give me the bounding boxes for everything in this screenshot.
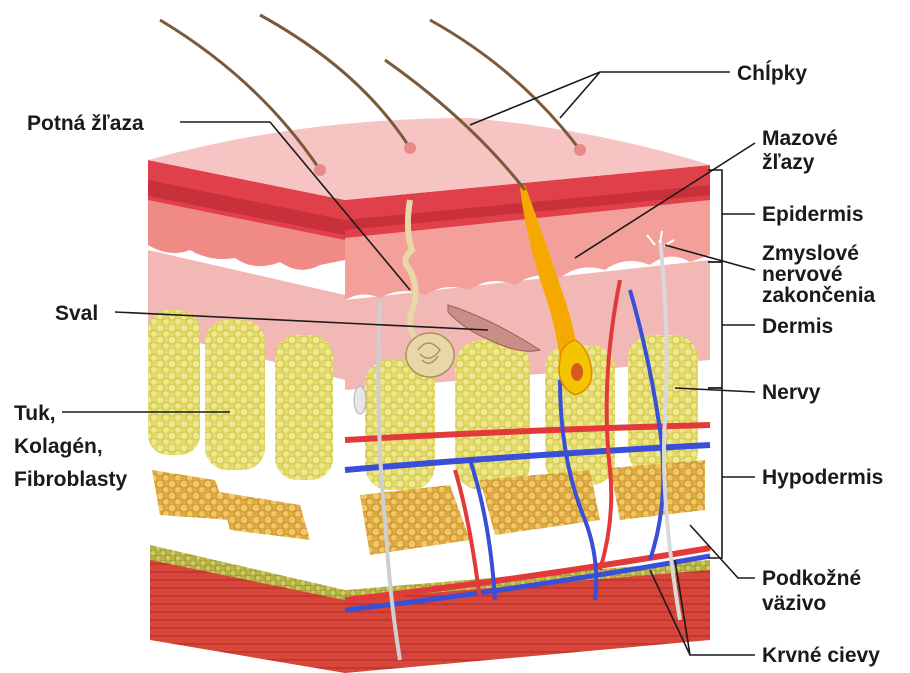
label-fat-line1: Tuk,	[14, 402, 56, 425]
fat-lobule	[148, 310, 200, 455]
label-fat-line2: Kolagén,	[14, 435, 103, 458]
label-epidermis: Epidermis	[762, 203, 864, 226]
label-blood-vessels: Krvné cievy	[762, 644, 880, 667]
label-fat-line3: Fibroblasty	[14, 468, 128, 491]
label-dermis: Dermis	[762, 315, 833, 338]
label-sebaceous-line2: žľazy	[762, 151, 815, 174]
label-nerves: Nervy	[762, 381, 821, 404]
layer-brackets	[708, 170, 722, 558]
label-sensory-line2: nervové	[762, 263, 843, 286]
label-sebaceous-line1: Mazové	[762, 127, 838, 150]
fat-lobule	[455, 340, 530, 490]
label-sensory-line1: Zmyslové	[762, 242, 859, 265]
label-connective-line2: väzivo	[762, 592, 826, 615]
fat-lobule	[275, 335, 333, 480]
label-hairs: Chĺpky	[737, 61, 807, 85]
fat-lobule	[365, 360, 435, 490]
label-muscle: Sval	[55, 302, 98, 325]
skin-block-left-face	[148, 160, 345, 673]
label-connective-line1: Podkožné	[762, 567, 861, 590]
skin-block-right-face	[345, 165, 710, 673]
nerve-receptor	[354, 386, 366, 414]
fat-lobule-orange	[610, 460, 705, 520]
label-sweat-gland: Potná žľaza	[27, 112, 144, 135]
label-hypodermis: Hypodermis	[762, 466, 883, 489]
label-sensory-line3: zakončenia	[762, 284, 876, 307]
fat-lobule	[205, 320, 265, 470]
